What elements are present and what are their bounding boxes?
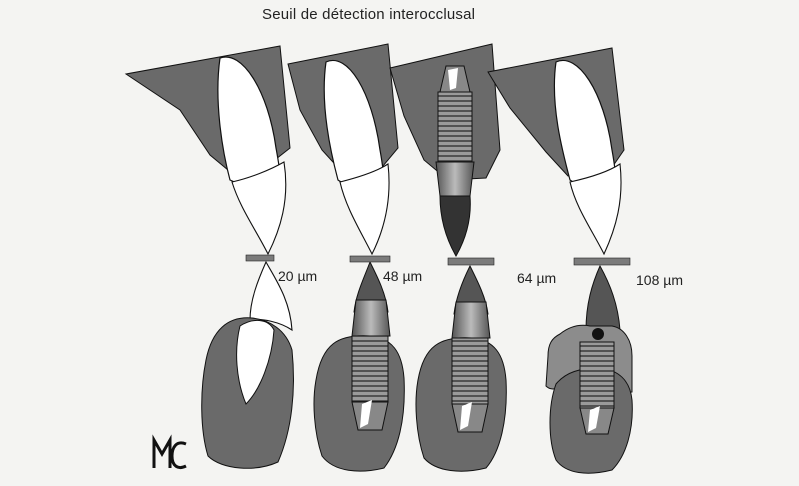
foil-strip [350, 256, 390, 262]
threshold-label-4: 108 µm [636, 272, 683, 288]
implant-fixture [352, 336, 388, 402]
threshold-label-1: 20 µm [278, 268, 317, 284]
threshold-label-2: 48 µm [383, 268, 422, 284]
lower-implant-abutment [452, 302, 490, 338]
threshold-label-3: 64 µm [517, 270, 556, 286]
upper-implant-crown [440, 196, 470, 256]
unit-natural-implant [288, 44, 404, 471]
mc-monogram [154, 440, 186, 468]
implant-abutment [352, 300, 390, 336]
foil-strip [246, 255, 274, 261]
foil-strip [574, 258, 630, 265]
unit-natural-natural [126, 46, 293, 468]
foil-strip [448, 258, 494, 265]
unit-natural-prosthesis [488, 48, 632, 473]
screw-hole [592, 328, 604, 340]
upper-implant-abutment [436, 162, 474, 196]
upper-implant-fixture [438, 92, 472, 162]
unit-implant-implant [390, 44, 506, 471]
lower-implant-fixture [452, 338, 488, 404]
lower-prosthesis-crown [586, 266, 620, 330]
lower-implant-fixture [580, 342, 614, 408]
